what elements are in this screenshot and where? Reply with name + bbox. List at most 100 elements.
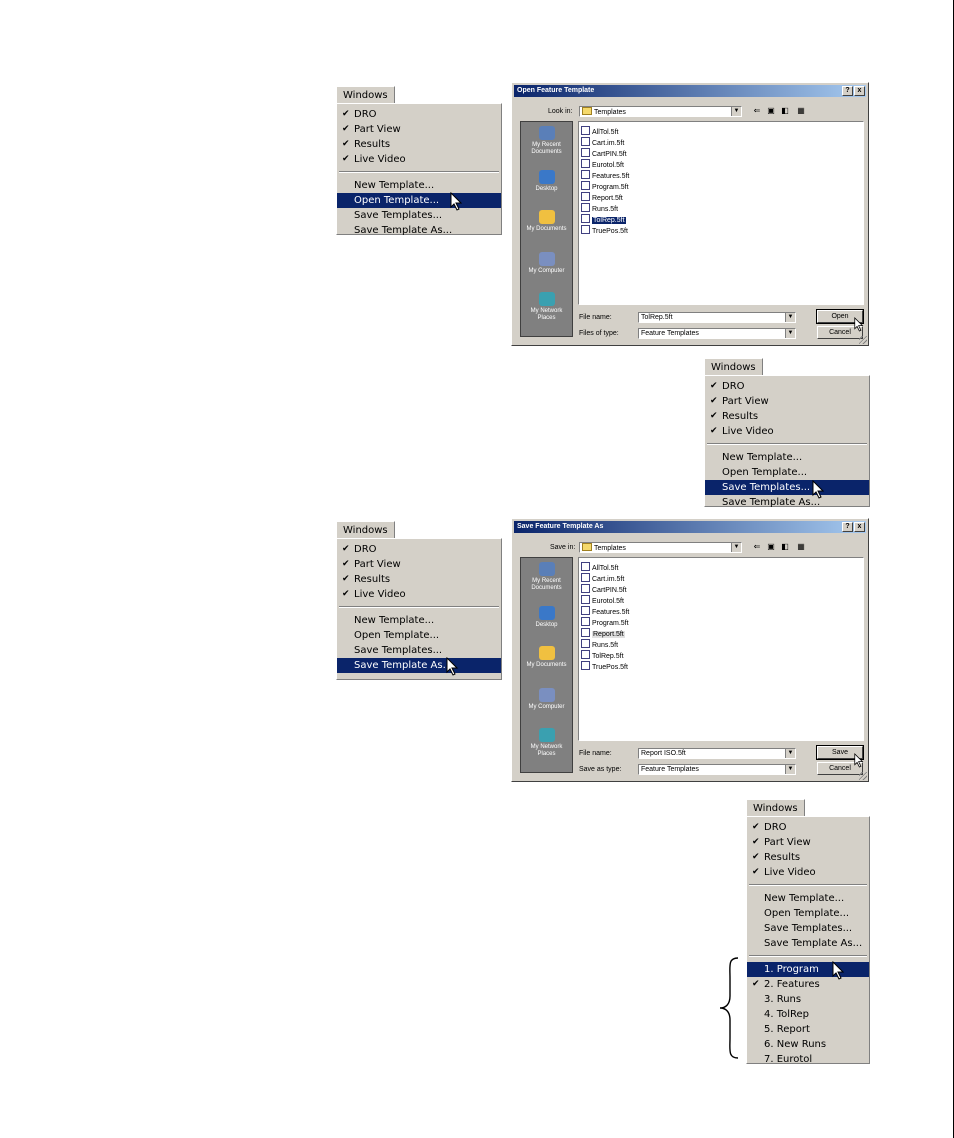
file-type-select[interactable]: Feature Templates▼: [638, 328, 796, 339]
file-name-input[interactable]: Report ISO.5ft▼: [638, 748, 796, 759]
place-my-documents[interactable]: My Documents: [521, 646, 572, 669]
menu-item-live-video[interactable]: ✔Live Video: [752, 867, 816, 878]
menu-item-part-view[interactable]: ✔Part View: [710, 396, 769, 407]
view-menu-icon[interactable]: ▦: [797, 542, 805, 551]
menu-item-live-video[interactable]: ✔Live Video: [342, 154, 406, 165]
file-item[interactable]: Runs.5ft: [581, 203, 618, 213]
file-item[interactable]: Cart.im.5ft: [581, 137, 624, 147]
recent-item-new-runs[interactable]: 6. New Runs: [764, 1039, 827, 1050]
help-button[interactable]: ?: [842, 522, 853, 532]
menu-item-live-video[interactable]: ✔Live Video: [710, 426, 774, 437]
new-folder-icon[interactable]: ◧: [781, 106, 789, 115]
file-item[interactable]: Report.5ft: [581, 192, 623, 202]
cancel-button[interactable]: Cancel: [817, 762, 863, 775]
close-button[interactable]: x: [854, 86, 865, 96]
place-my-documents[interactable]: My Documents: [521, 210, 572, 233]
file-item[interactable]: CartPIN.5ft: [581, 148, 627, 158]
menu-item-results[interactable]: ✔Results: [710, 411, 759, 422]
save-button[interactable]: Save: [816, 745, 864, 760]
file-name-input[interactable]: TolRep.5ft▼: [638, 312, 796, 323]
look-in-combo[interactable]: Templates▼: [579, 106, 742, 117]
menu-item-live-video[interactable]: ✔Live Video: [342, 589, 406, 600]
recent-item-tolrep[interactable]: 4. TolRep: [764, 1009, 810, 1020]
recent-item-features[interactable]: ✔2. Features: [752, 979, 820, 990]
up-folder-icon[interactable]: ▣: [767, 542, 775, 551]
file-item[interactable]: Eurotol.5ft: [581, 159, 624, 169]
menu-item-open-template[interactable]: Open Template...: [354, 630, 440, 641]
menu-item-open-template[interactable]: Open Template...: [764, 908, 850, 919]
recent-item-program[interactable]: 1. Program: [747, 962, 869, 977]
save-in-combo[interactable]: Templates▼: [579, 542, 742, 553]
place-my-computer[interactable]: My Computer: [521, 688, 572, 711]
menu-item-new-template[interactable]: New Template...: [764, 893, 845, 904]
menu-item-dro[interactable]: ✔DRO: [710, 381, 745, 392]
menu-item-save-templates[interactable]: Save Templates...: [705, 480, 869, 495]
windows-menu-tab[interactable]: Windows: [704, 358, 763, 376]
look-in-label: Look in:: [548, 108, 573, 115]
place-recent[interactable]: My Recent Documents: [521, 126, 572, 156]
windows-menu-tab[interactable]: Windows: [336, 521, 395, 539]
menu-item-save-template-as[interactable]: Save Template As...: [764, 938, 863, 949]
recent-item-runs[interactable]: 3. Runs: [764, 994, 802, 1005]
place-my-computer[interactable]: My Computer: [521, 252, 572, 275]
file-item[interactable]: TolRep.5ft: [581, 650, 624, 660]
place-network[interactable]: My Network Places: [521, 292, 572, 322]
open-button[interactable]: Open: [816, 309, 864, 324]
file-item[interactable]: Report.5ft: [581, 628, 625, 638]
file-item[interactable]: Features.5ft: [581, 170, 629, 180]
menu-item-new-template[interactable]: New Template...: [354, 615, 435, 626]
menu-item-new-template[interactable]: New Template...: [722, 452, 803, 463]
resize-grip[interactable]: [859, 772, 867, 780]
menu-item-dro[interactable]: ✔DRO: [342, 109, 377, 120]
file-item[interactable]: AllTol.5ft: [581, 562, 618, 572]
close-button[interactable]: x: [854, 522, 865, 532]
file-item[interactable]: CartPIN.5ft: [581, 584, 627, 594]
file-item[interactable]: TruePos.5ft: [581, 661, 628, 671]
menu-item-part-view[interactable]: ✔Part View: [752, 837, 811, 848]
help-button[interactable]: ?: [842, 86, 853, 96]
menu-item-part-view[interactable]: ✔Part View: [342, 559, 401, 570]
file-type-select[interactable]: Feature Templates▼: [638, 764, 796, 775]
menu-item-results[interactable]: ✔Results: [752, 852, 801, 863]
menu-item-open-template[interactable]: Open Template...: [337, 193, 501, 208]
file-item[interactable]: Program.5ft: [581, 181, 629, 191]
menu-item-save-template-as[interactable]: Save Template As...: [354, 225, 453, 236]
file-item[interactable]: Cart.im.5ft: [581, 573, 624, 583]
recent-item-report[interactable]: 5. Report: [764, 1024, 810, 1035]
menu-item-open-template[interactable]: Open Template...: [722, 467, 808, 478]
file-item[interactable]: Features.5ft: [581, 606, 629, 616]
menu-item-dro[interactable]: ✔DRO: [342, 544, 377, 555]
menu-item-dro[interactable]: ✔DRO: [752, 822, 787, 833]
menu-item-save-templates[interactable]: Save Templates...: [764, 923, 853, 934]
file-item[interactable]: TruePos.5ft: [581, 225, 628, 235]
new-folder-icon[interactable]: ◧: [781, 542, 789, 551]
menu-item-results[interactable]: ✔Results: [342, 139, 391, 150]
cancel-button[interactable]: Cancel: [817, 326, 863, 339]
file-item[interactable]: Runs.5ft: [581, 639, 618, 649]
back-icon[interactable]: ⇐: [753, 106, 761, 115]
place-network[interactable]: My Network Places: [521, 728, 572, 758]
place-recent[interactable]: My Recent Documents: [521, 562, 572, 592]
up-folder-icon[interactable]: ▣: [767, 106, 775, 115]
menu-item-save-templates[interactable]: Save Templates...: [354, 210, 443, 221]
place-desktop[interactable]: Desktop: [521, 606, 572, 629]
windows-menu-tab[interactable]: Windows: [746, 799, 805, 817]
resize-grip[interactable]: [859, 336, 867, 344]
menu-item-save-templates[interactable]: Save Templates...: [354, 645, 443, 656]
back-icon[interactable]: ⇐: [753, 542, 761, 551]
recent-item-eurotol[interactable]: 7. Eurotol: [764, 1054, 813, 1065]
place-desktop[interactable]: Desktop: [521, 170, 572, 193]
file-item[interactable]: Eurotol.5ft: [581, 595, 624, 605]
menu-item-save-template-as[interactable]: Save Template As...: [337, 658, 501, 673]
menu-item-save-template-as[interactable]: Save Template As...: [722, 497, 821, 508]
menu-item-results[interactable]: ✔Results: [342, 574, 391, 585]
file-item[interactable]: TolRep.5ft: [581, 214, 626, 224]
windows-menu-tab[interactable]: Windows: [336, 86, 395, 104]
menu-item-new-template[interactable]: New Template...: [354, 180, 435, 191]
menu-item-part-view[interactable]: ✔Part View: [342, 124, 401, 135]
file-item[interactable]: AllTol.5ft: [581, 126, 618, 136]
file-item[interactable]: Program.5ft: [581, 617, 629, 627]
view-menu-icon[interactable]: ▦: [797, 106, 805, 115]
